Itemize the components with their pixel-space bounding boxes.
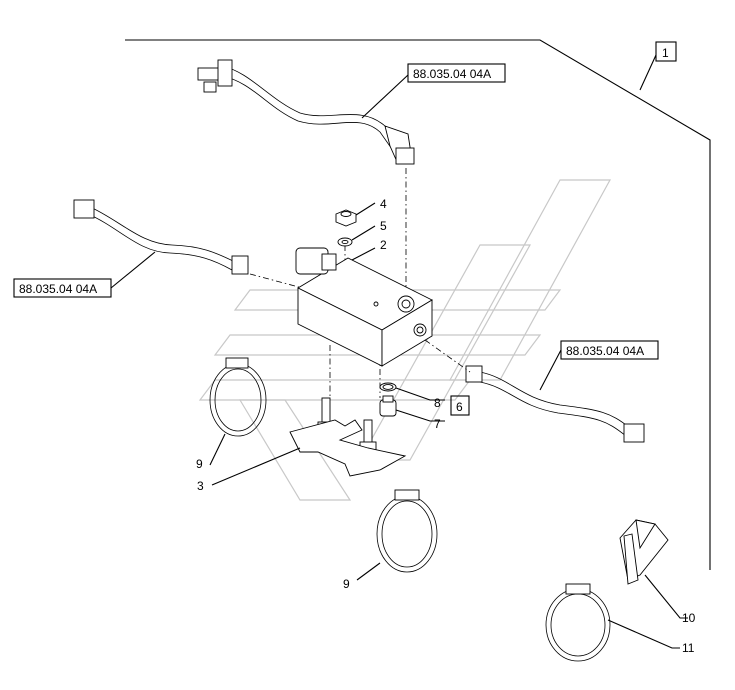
fitting — [379, 395, 397, 417]
leader-line-4 — [355, 202, 376, 216]
leader-line-2 — [351, 247, 376, 261]
leader-line-3 — [211, 447, 301, 486]
upper-tube — [197, 59, 415, 165]
leader-line-9b — [356, 562, 381, 581]
leader-line-8 — [395, 387, 445, 401]
hose-clamp-left — [209, 357, 267, 437]
leader-ref-upper — [361, 74, 409, 119]
leader-line-5 — [351, 225, 376, 241]
callout-9a: 9 — [196, 457, 203, 471]
ref-left: 88.035.04 04A — [19, 282, 97, 296]
right-tube — [465, 365, 645, 443]
callout-box-6 — [450, 395, 470, 416]
callout-8: 8 — [434, 396, 441, 410]
leader-line-11 — [607, 619, 680, 649]
hose-clamp-middle — [376, 489, 438, 573]
axis-left — [249, 273, 311, 291]
callout-7: 7 — [434, 417, 441, 431]
leader-ref-right — [539, 349, 562, 391]
axis-right — [424, 339, 471, 373]
leader-line-7 — [395, 409, 445, 422]
nut — [335, 209, 357, 227]
valve-block — [295, 247, 433, 367]
callout-3: 3 — [197, 479, 204, 493]
callout-box-1 — [655, 41, 677, 62]
callout-10: 10 — [682, 611, 696, 625]
mounting-plate — [289, 419, 407, 477]
watermark-logo — [198, 179, 612, 501]
clip-bracket — [619, 519, 669, 585]
assembly-bracket-line — [125, 39, 711, 570]
callout-9b: 9 — [343, 577, 350, 591]
callout-2: 2 — [380, 238, 387, 252]
callout-1: 1 — [662, 46, 669, 60]
callout-6: 6 — [456, 400, 463, 414]
callout-4: 4 — [380, 197, 387, 211]
ref-upper: 88.035.04 04A — [413, 67, 491, 81]
hose-clamp-right — [545, 583, 611, 662]
callout-5: 5 — [380, 219, 387, 233]
leader-line-10 — [644, 574, 688, 619]
leader-line-1 — [639, 54, 657, 91]
leader-ref-left — [110, 251, 156, 289]
ref-right: 88.035.04 04A — [566, 344, 644, 358]
leader-line-9a — [209, 433, 226, 466]
left-tube — [73, 199, 249, 275]
callout-11: 11 — [682, 641, 695, 655]
ref-box-upper — [407, 63, 506, 83]
